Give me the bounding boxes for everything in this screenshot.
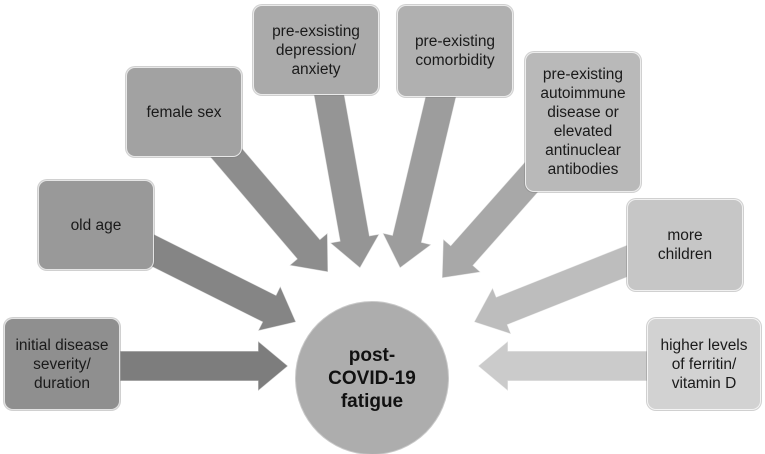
factor-pre-existing-autoimmune-disease: pre-existing autoimmune disease or eleva… [525,52,641,192]
factor-initial-disease-severity: initial disease severity/ duration [4,318,120,410]
factor-label: pre-exsisting depression/ anxiety [272,22,360,78]
center-node-post-covid-fatigue: post- COVID-19 fatigue [296,302,448,454]
factor-label: female sex [146,103,222,121]
factor-pre-existing-comorbidity: pre-existing comorbidity [397,5,513,97]
arrow-0 [119,339,289,393]
factor-label: more children [657,227,713,263]
factor-label: initial disease severity/ duration [15,336,109,392]
factor-higher-levels-ferritin-vitamin-d: higher levels of ferritin/ vitamin D [647,318,761,410]
arrow-3 [309,68,381,269]
factor-label: pre-existing comorbidity [414,33,496,69]
center-label: post- COVID-19 fatigue [328,344,416,412]
factor-label: old age [70,216,122,234]
factor-label: higher levels of ferritin/ vitamin D [660,336,748,392]
factor-pre-existing-depression-anxiety: pre-exsisting depression/ anxiety [253,5,379,95]
factor-more-children: more children [627,199,743,291]
factor-old-age: old age [38,180,154,270]
factor-female-sex: female sex [126,67,242,157]
factor-label: pre-existing autoimmune disease or eleva… [540,66,626,178]
